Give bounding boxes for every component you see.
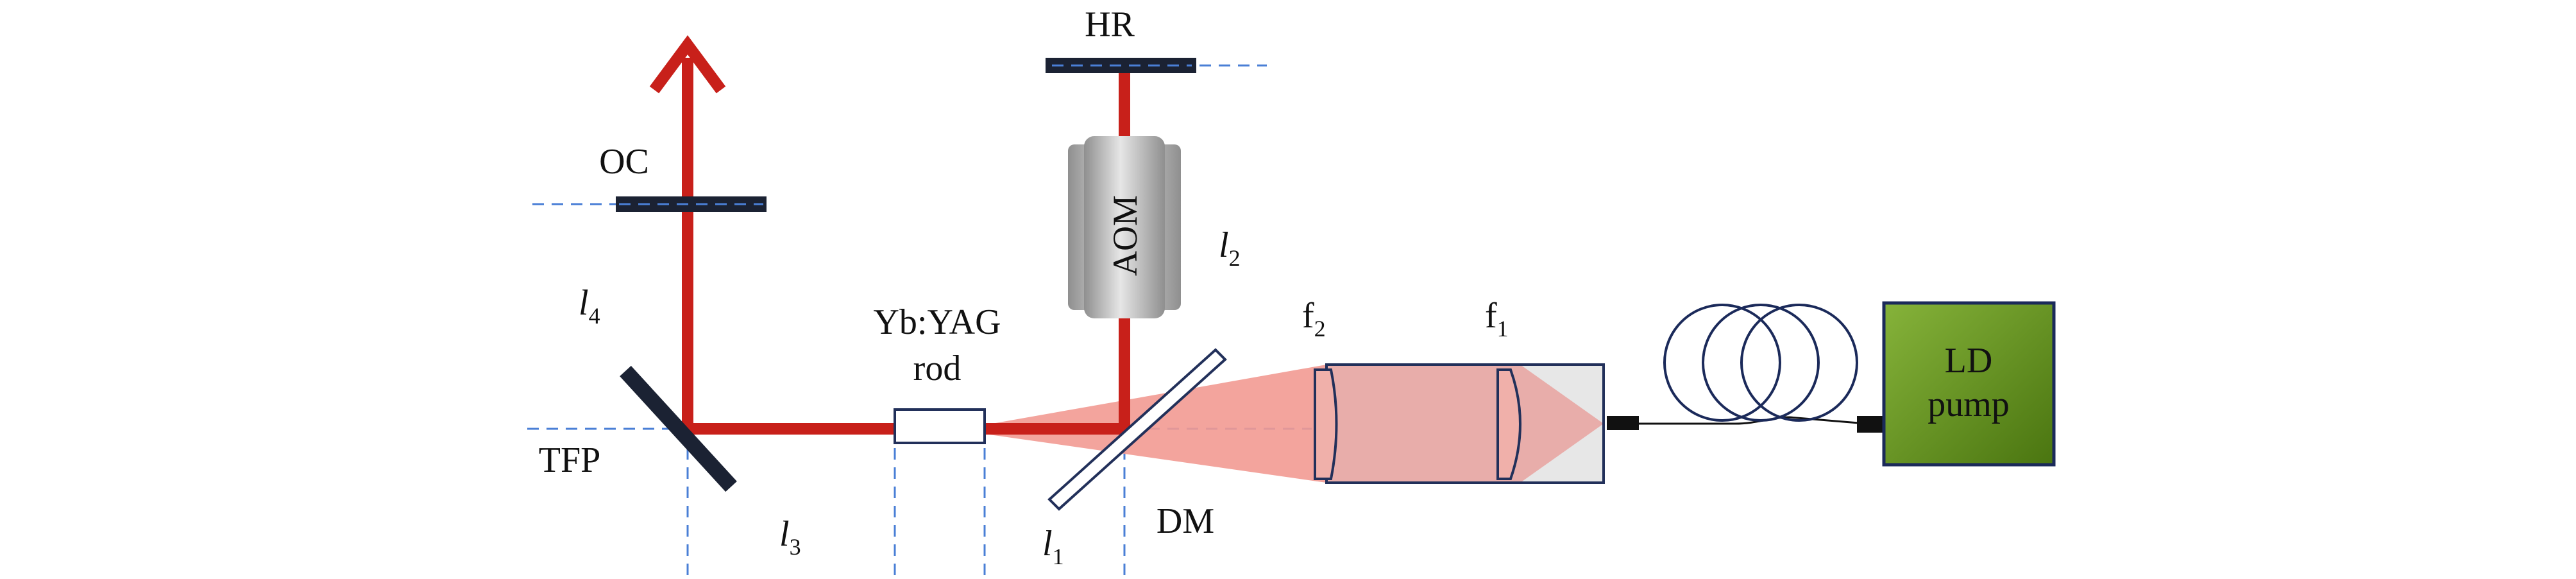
fiber-connector-right: [1857, 416, 1884, 433]
dichroic-mirror: [1047, 348, 1227, 511]
ld-pump-label-line2: pump: [1928, 385, 2010, 424]
laser-beam: [682, 58, 1130, 435]
tfp-label: TFP: [539, 440, 601, 480]
f1-label: f1: [1485, 296, 1509, 341]
tfp-plate: [620, 365, 737, 492]
lens-f2: [1314, 368, 1338, 480]
ybyag-rod: [894, 408, 986, 444]
fiber-connector-left: [1607, 416, 1639, 430]
output-arrow-icon: [649, 35, 726, 94]
aom-label: AOM: [1106, 195, 1144, 276]
dm-label: DM: [1157, 501, 1214, 541]
aom-modulator: AOM: [1068, 136, 1181, 318]
oc-label: OC: [599, 142, 649, 182]
hr-label: HR: [1085, 4, 1135, 44]
lens-f1: [1496, 368, 1521, 480]
ld-pump-box: [1882, 301, 2056, 467]
f2-label: f2: [1302, 296, 1326, 341]
l4-label: l4: [579, 283, 600, 329]
ld-pump-label-line1: LD: [1945, 341, 1993, 381]
l1-label: l1: [1042, 524, 1064, 569]
fiber-coil-icon: [1663, 304, 1858, 422]
rod-label-line1: Yb:YAG: [873, 302, 1001, 342]
l3-label: l3: [779, 514, 801, 560]
lens-tube: [1325, 363, 1605, 484]
rod-label-line2: rod: [913, 349, 962, 388]
l2-label: l2: [1219, 225, 1241, 271]
